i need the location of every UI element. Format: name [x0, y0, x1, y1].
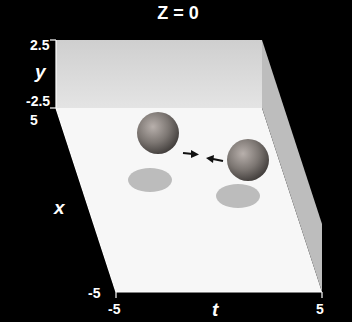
back-wall	[56, 40, 262, 108]
axis-label: y	[35, 62, 46, 81]
particle-sphere	[137, 112, 179, 154]
axis-frame	[50, 40, 322, 298]
tick-label: 5	[316, 302, 324, 316]
velocity-arrow	[183, 150, 223, 163]
sphere-shadow	[216, 184, 260, 208]
tick-label: 2.5	[30, 38, 49, 52]
tick-label: -5	[88, 286, 100, 300]
tick-label: -5	[108, 302, 120, 316]
axis-label: x	[54, 198, 65, 217]
tick-label: 5	[30, 113, 38, 127]
axis-label: t	[212, 300, 218, 319]
plot-title: Z = 0	[2, 4, 352, 22]
side-wall	[262, 40, 322, 292]
sphere-shadow	[128, 168, 172, 192]
tick-label: -2.5	[26, 94, 50, 108]
particle-sphere	[227, 139, 269, 181]
